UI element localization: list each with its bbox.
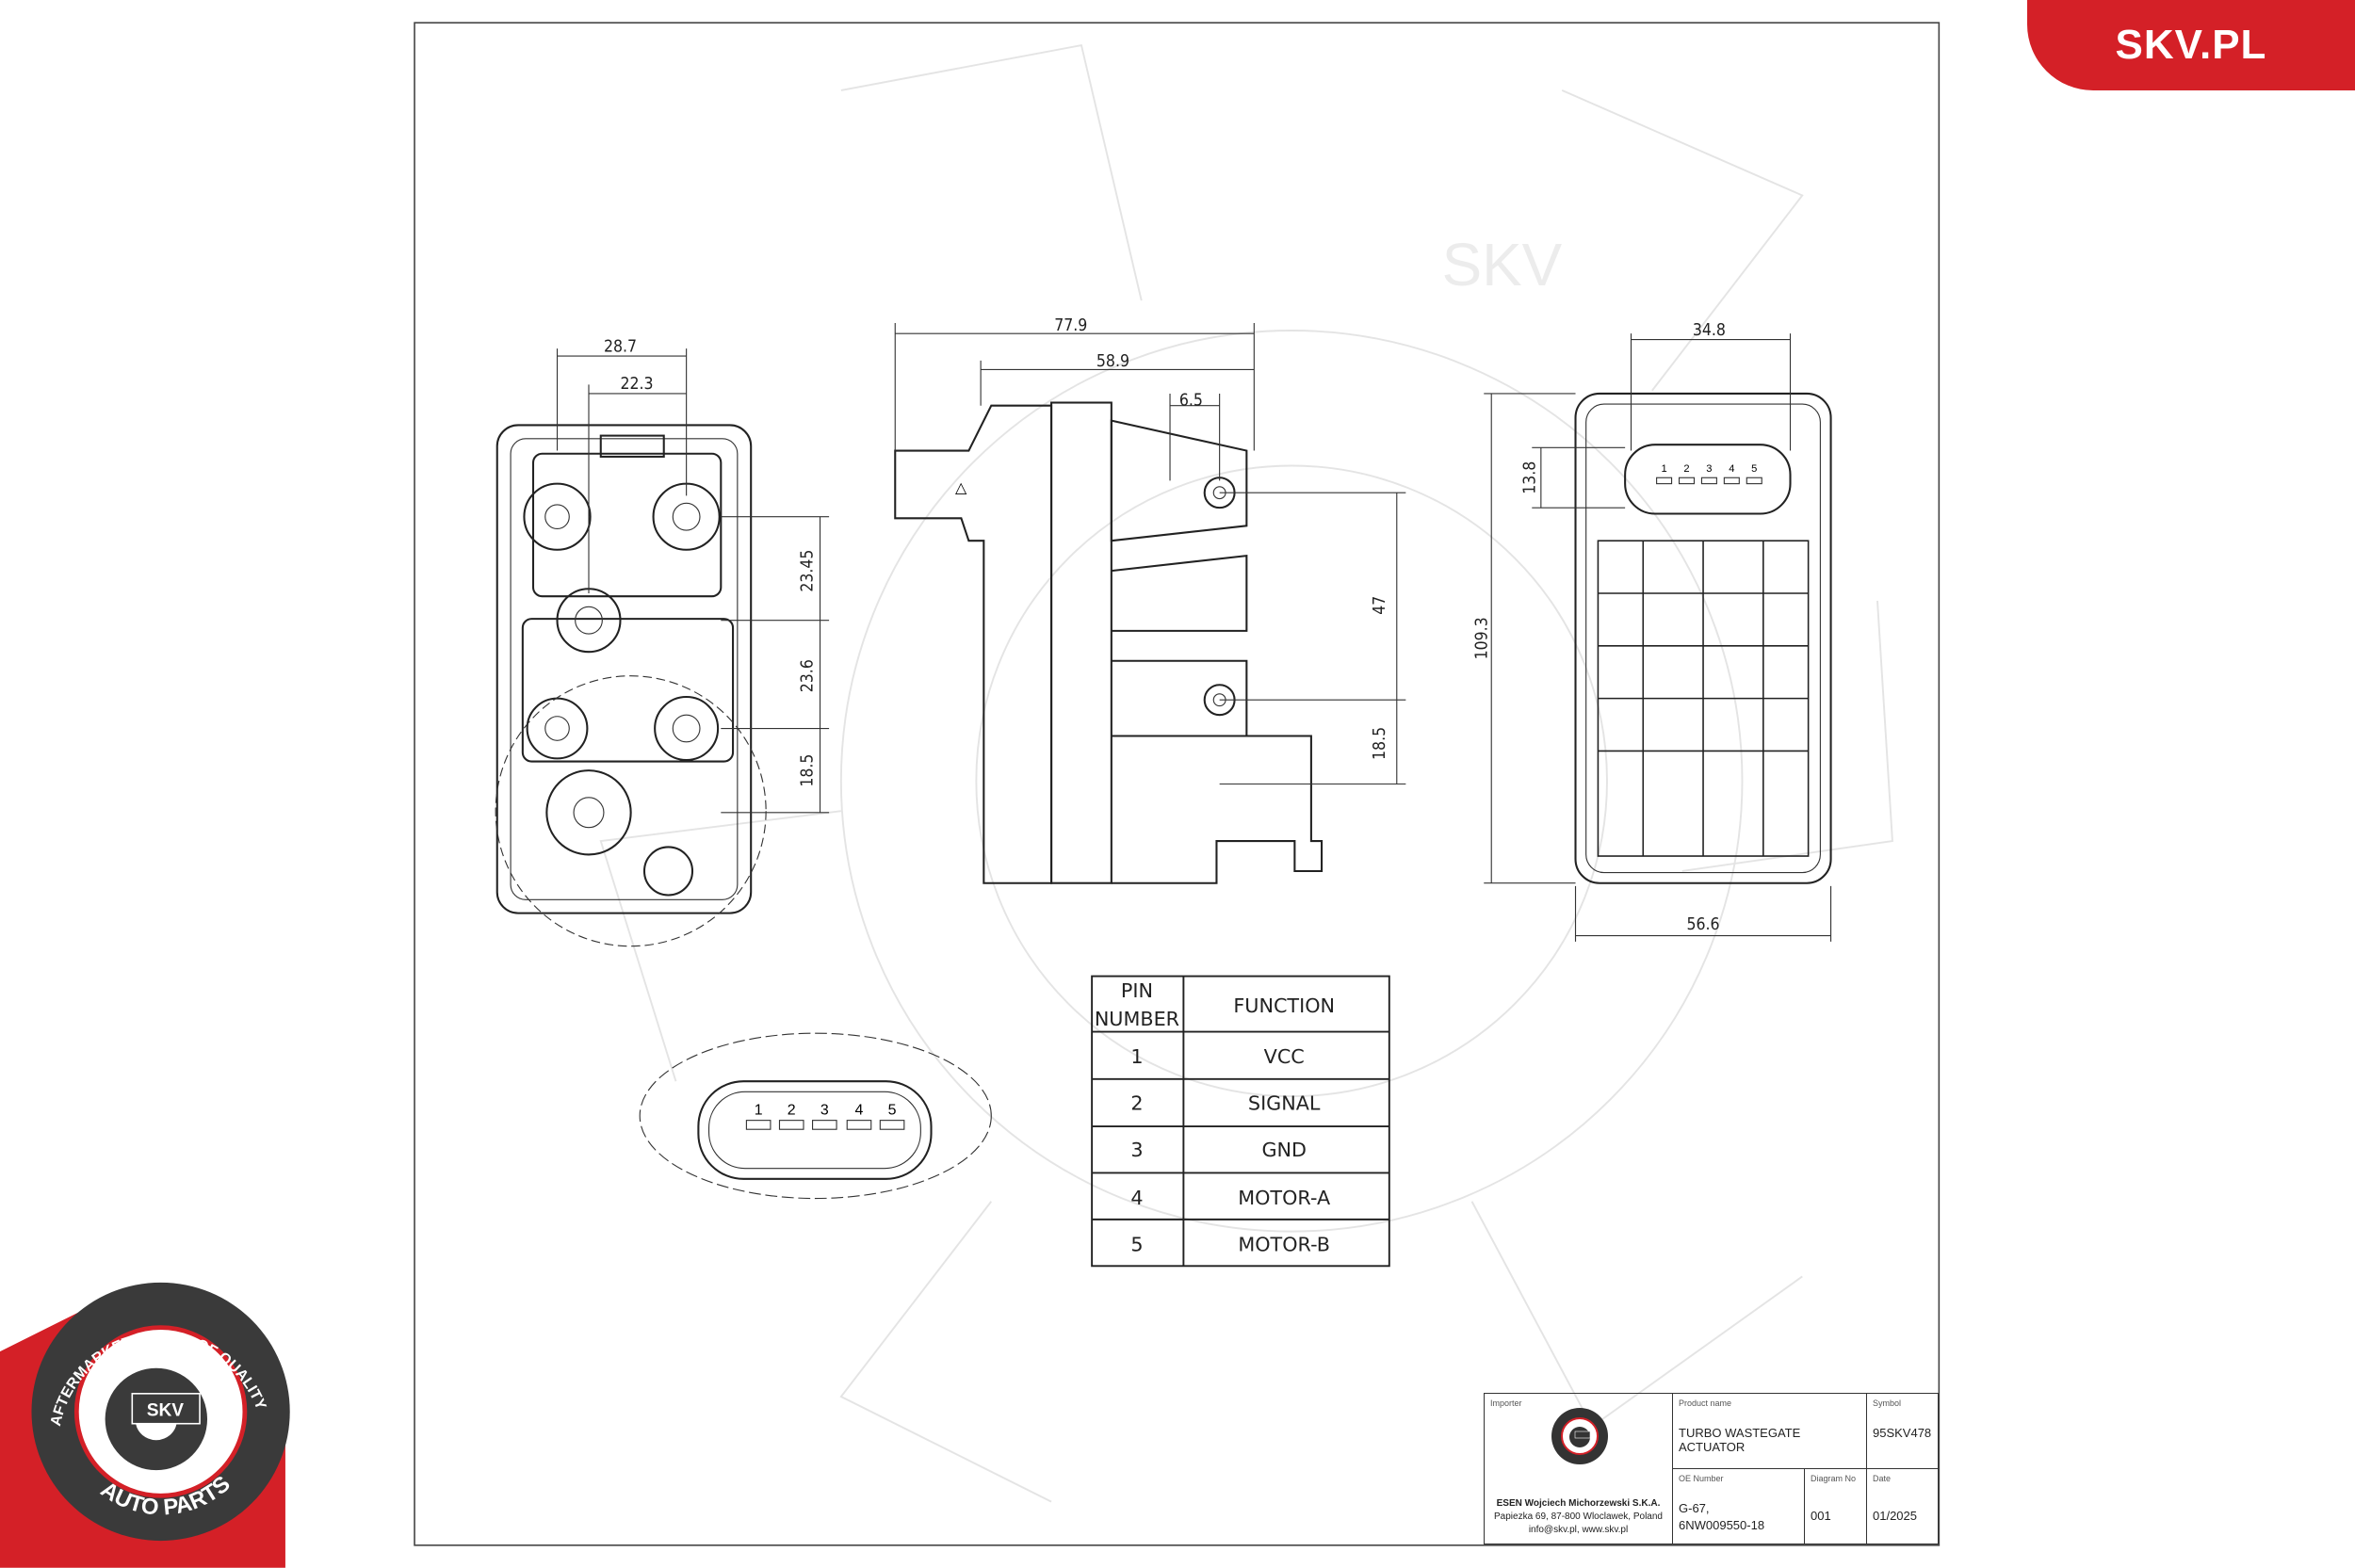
oe-number-cell: OE Number G-67, 6NW009550-18 <box>1673 1469 1805 1544</box>
pin-number: 1 <box>1130 1045 1143 1068</box>
side-view: △ 77.9 58.9 6.5 47 18.5 <box>894 316 1406 884</box>
importer-contact: info@skv.pl, www.skv.pl <box>1528 1525 1629 1535</box>
dim-28-7: 28.7 <box>604 337 637 356</box>
brand-badge[interactable]: SKV.PL <box>2027 0 2355 90</box>
pin-label: 4 <box>855 1102 864 1118</box>
importer-name: ESEN Wojciech Michorzewski S.K.A. <box>1496 1498 1661 1509</box>
drawing-frame <box>414 22 1941 1546</box>
pin-table: PIN NUMBER FUNCTION 1 VCC 2 SIGNAL 3 GND… <box>1091 975 1390 1268</box>
pin-label: 3 <box>820 1102 829 1118</box>
dim-77-9: 77.9 <box>1054 316 1087 335</box>
pin-label: 4 <box>1729 463 1734 475</box>
pin-label: 1 <box>1661 463 1666 475</box>
rear-view: 1 2 3 4 5 34.8 109.3 13.8 56.6 <box>1472 321 1832 942</box>
pin-number: 3 <box>1130 1139 1143 1161</box>
pin-number: 4 <box>1130 1187 1143 1209</box>
product-name-cell: Product name TURBO WASTEGATE ACTUATOR <box>1673 1394 1867 1469</box>
pin-number: 5 <box>1130 1233 1143 1255</box>
dim-18-5: 18.5 <box>799 754 818 787</box>
oe-number-line1: G-67, <box>1679 1501 1710 1515</box>
pin-function: VCC <box>1264 1045 1305 1068</box>
skv-logo: SKV AFTERMARKET PRICE · OF QUALITY AUTO … <box>0 1282 290 1568</box>
importer-logo-icon <box>1551 1408 1608 1464</box>
date-label: Date <box>1873 1474 1892 1483</box>
importer-label: Importer <box>1490 1398 1522 1408</box>
importer-cell: Importer ESEN Wojciech Michorzewski S.K.… <box>1485 1394 1673 1544</box>
pin-label: 2 <box>788 1102 796 1118</box>
product-name-label: Product name <box>1679 1398 1732 1408</box>
dim-109-3: 109.3 <box>1472 617 1491 659</box>
pin-function: GND <box>1261 1139 1307 1161</box>
rear-connector-pins: 1 2 3 4 5 <box>1656 463 1762 485</box>
importer-address: Papiezka 69, 87-800 Wloclawek, Poland <box>1494 1511 1663 1522</box>
date-value: 01/2025 <box>1873 1509 1917 1523</box>
arrow-mark-icon: △ <box>955 480 967 496</box>
header-pin: PIN <box>1121 979 1153 1002</box>
pin-label: 3 <box>1706 463 1712 475</box>
pin-function: MOTOR-A <box>1238 1187 1330 1209</box>
dim-18-5-side: 18.5 <box>1371 727 1389 760</box>
dim-13-8: 13.8 <box>1520 461 1539 494</box>
pin-number: 2 <box>1130 1091 1143 1114</box>
pin-label: 1 <box>755 1102 763 1118</box>
pin-function: MOTOR-B <box>1238 1233 1330 1255</box>
pin-label: 5 <box>1751 463 1757 475</box>
logo-center-text: SKV <box>147 1401 185 1421</box>
oe-label: OE Number <box>1679 1474 1724 1483</box>
diagram-no: 001 <box>1811 1509 1831 1523</box>
dim-6-5: 6.5 <box>1179 392 1203 411</box>
symbol-cell: Symbol 95SKV478 <box>1867 1394 1938 1469</box>
dim-58-9: 58.9 <box>1096 352 1129 371</box>
title-block: Importer ESEN Wojciech Michorzewski S.K.… <box>1484 1393 1939 1544</box>
symbol-label: Symbol <box>1873 1398 1902 1408</box>
diagram-label: Diagram No <box>1811 1474 1857 1483</box>
dim-22-3: 22.3 <box>620 375 653 394</box>
pin-label: 5 <box>888 1102 897 1118</box>
product-name: TURBO WASTEGATE ACTUATOR <box>1679 1426 1801 1454</box>
date-cell: Date 01/2025 <box>1867 1469 1938 1544</box>
pin-function: SIGNAL <box>1248 1091 1321 1114</box>
dim-23-6: 23.6 <box>799 659 818 692</box>
dim-56-6: 56.6 <box>1686 915 1719 934</box>
connector-detail: 1 2 3 4 5 <box>639 1032 992 1200</box>
oe-number-line2: 6NW009550-18 <box>1679 1518 1765 1532</box>
watermark-text: SKV <box>1442 231 1563 299</box>
dim-47: 47 <box>1371 596 1389 615</box>
header-function: FUNCTION <box>1233 994 1335 1017</box>
pin-label: 2 <box>1683 463 1689 475</box>
symbol-value: 95SKV478 <box>1873 1426 1932 1440</box>
dim-34-8: 34.8 <box>1693 321 1726 340</box>
watermark-gear: SKV <box>599 43 1893 1503</box>
dim-23-45: 23.45 <box>799 550 818 592</box>
front-view: 28.7 22.3 23.45 23.6 18.5 <box>495 337 830 947</box>
header-number: NUMBER <box>1095 1008 1179 1030</box>
diagram-no-cell: Diagram No 001 <box>1805 1469 1867 1544</box>
